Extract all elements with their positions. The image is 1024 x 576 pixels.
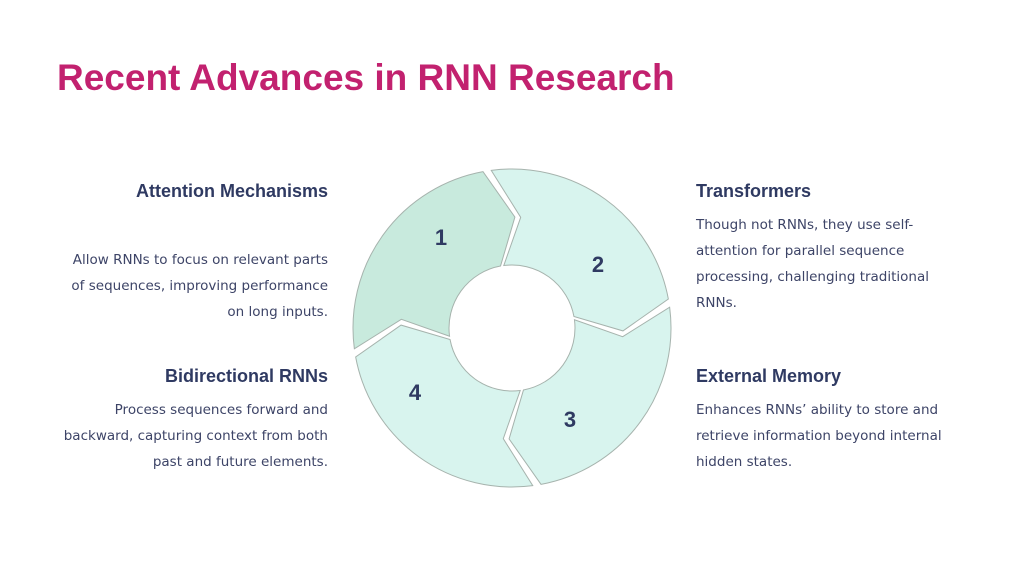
ring-segment-4 <box>352 171 516 350</box>
segment-number-4: 4 <box>409 380 422 405</box>
item-description: Though not RNNs, they use self-attention… <box>696 217 930 311</box>
item-external-memory: External Memory Enhances RNNs’ ability t… <box>696 364 968 475</box>
item-description: Allow RNNs to focus on relevant parts of… <box>71 252 328 320</box>
item-description: Process sequences forward and backward, … <box>63 402 328 470</box>
segment-number-2: 2 <box>592 252 604 277</box>
ring-segment-2 <box>508 306 672 485</box>
item-description: Enhances RNNs’ ability to store and retr… <box>696 402 942 470</box>
ring-numbers: 1 2 3 4 <box>409 225 604 432</box>
item-heading: Bidirectional RNNs <box>164 366 328 386</box>
item-heading: External Memory <box>696 366 842 386</box>
segment-number-1: 1 <box>435 225 447 250</box>
ring-segments <box>352 168 672 488</box>
item-heading: Attention Mechanisms <box>135 181 328 201</box>
page-title: Recent Advances in RNN Research <box>57 57 675 98</box>
cycle-ring-diagram: 1 2 3 4 <box>352 168 672 488</box>
item-transformers: Transformers Though not RNNs, they use s… <box>696 179 968 316</box>
ring-segment-3 <box>355 324 534 488</box>
segment-number-3: 3 <box>564 407 576 432</box>
ring-segment-1 <box>490 168 669 332</box>
item-bidirectional-rnns: Bidirectional RNNs Process sequences for… <box>56 364 328 475</box>
item-attention-mechanisms: Attention Mechanisms Allow RNNs to focus… <box>56 179 328 325</box>
item-heading: Transformers <box>696 181 812 201</box>
